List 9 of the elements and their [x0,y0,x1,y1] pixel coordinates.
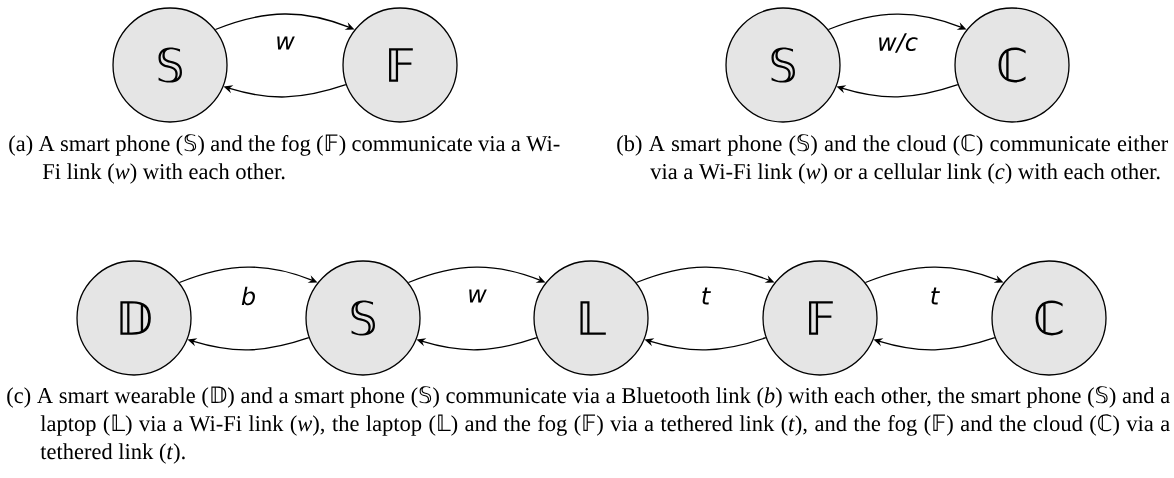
edge-label: w [466,288,488,304]
caption: (a) A smart phone (𝕊) and the fog (𝔽) communicate via a Wi-Fi link (w) with each other. [9,134,560,184]
edge-label: t [699,286,712,306]
edge-label: t [928,286,941,306]
edge-label: w/c [876,32,919,54]
edge-label: w [274,35,296,51]
edge-label: b [239,285,258,307]
caption: (b) A smart phone (𝕊) and the cloud (ℂ) communicate either via a Wi-Fi link (w) or a cellular link (c) with each other. [617,134,1168,184]
caption: (c) A smart wearable (𝔻) and a smart phone (𝕊) communicate via a Bluetooth link (b) with each other, the smart phone (𝕊) and a laptop (𝕃) via a Wi-Fi link (w), the laptop (𝕃) and the fog (𝔽) via a tethered link (t), and the fog (𝔽) and the cloud (ℂ) via a tethered link (t). [7,386,1170,464]
